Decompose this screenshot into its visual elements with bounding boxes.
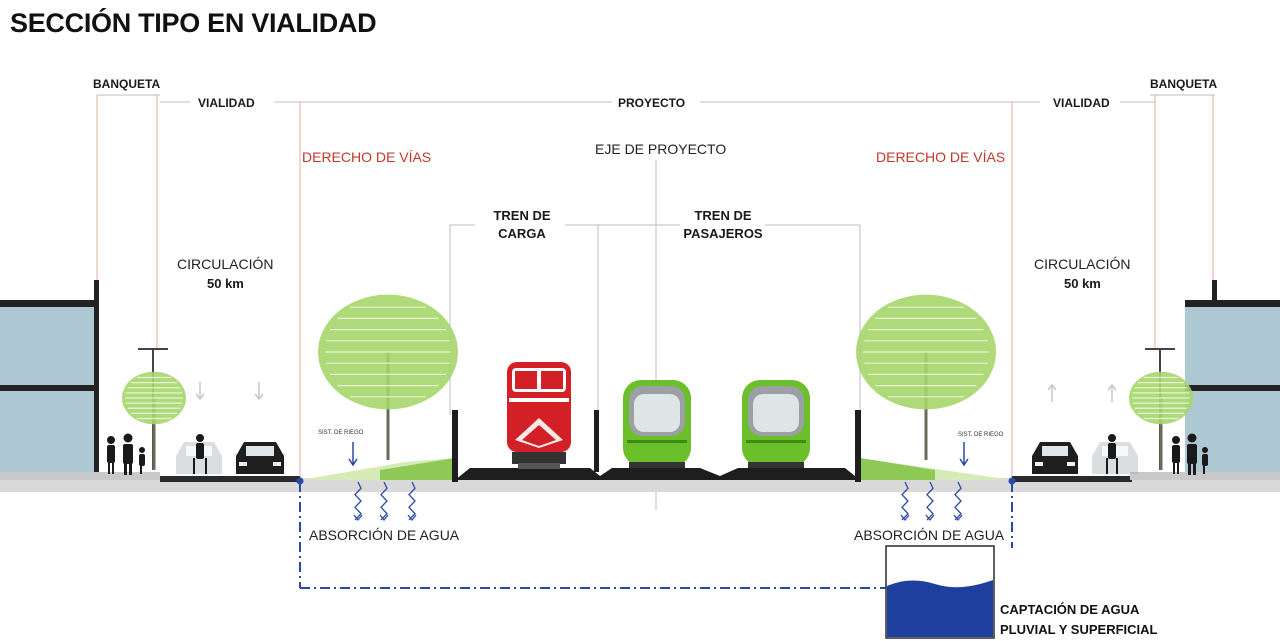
label-captacion-line1: CAPTACIÓN DE AGUA xyxy=(1000,602,1140,617)
label-tren-de-carga-line1: TREN DE xyxy=(493,208,551,223)
freight-train xyxy=(507,362,571,469)
label-absorcion-right: ABSORCIÓN DE AGUA xyxy=(854,527,1005,543)
building-right xyxy=(1185,280,1280,473)
cyclist-right xyxy=(1106,434,1118,474)
label-absorcion-left: ABSORCIÓN DE AGUA xyxy=(309,527,460,543)
absorption-arrow-left-1 xyxy=(353,481,363,522)
label-eje-de-proyecto: EJE DE PROYECTO xyxy=(595,141,727,157)
large-tree-right xyxy=(856,294,996,460)
page-title: SECCIÓN TIPO EN VIALIDAD xyxy=(10,8,377,38)
absorption-arrow-left-3 xyxy=(407,481,417,522)
label-captacion-de-agua: CAPTACIÓN DE AGUA PLUVIAL Y SUPERFICIAL xyxy=(1000,600,1157,640)
label-sist-riego-right: SIST. DE RIEGO xyxy=(958,432,1004,438)
drainage-node-right xyxy=(1008,477,1016,485)
label-tren-de-pasajeros-line2: PASAJEROS xyxy=(683,226,763,241)
pedestrians-right xyxy=(1172,433,1208,475)
label-tren-de-carga: TREN DE CARGA xyxy=(482,207,562,243)
label-banqueta-right: BANQUETA xyxy=(1150,77,1218,91)
small-tree-left xyxy=(122,371,186,470)
label-proyecto: PROYECTO xyxy=(618,96,686,110)
label-tren-de-carga-line2: CARGA xyxy=(498,226,546,241)
water-absorption-arrows xyxy=(353,481,963,522)
label-captacion-line2: PLUVIAL Y SUPERFICIAL xyxy=(1000,622,1158,637)
label-sist-riego-left: SIST. DE RIEGO xyxy=(318,430,364,436)
small-tree-right xyxy=(1129,371,1193,470)
passenger-train-1 xyxy=(623,380,691,468)
water-tank xyxy=(885,545,995,639)
absorption-arrow-right-1 xyxy=(900,481,910,522)
label-vialidad-left: VIALIDAD xyxy=(198,96,255,110)
label-speed-right: 50 km xyxy=(1064,276,1101,291)
label-tren-de-pasajeros-line1: TREN DE xyxy=(694,208,752,223)
absorption-arrow-right-3 xyxy=(953,481,963,522)
traffic-direction-arrows xyxy=(195,382,1117,402)
label-circulacion-left: CIRCULACIÓN xyxy=(177,256,274,272)
label-circulacion-right: CIRCULACIÓN xyxy=(1034,256,1131,272)
label-derecho-de-vias-right: DERECHO DE VÍAS xyxy=(876,149,1006,165)
large-tree-left xyxy=(318,294,458,460)
passenger-train-2 xyxy=(742,380,810,468)
right-of-way-lines xyxy=(96,95,1214,478)
drainage-line xyxy=(299,482,1013,589)
label-tren-de-pasajeros: TREN DE PASAJEROS xyxy=(678,207,768,243)
car-right xyxy=(1032,442,1078,474)
label-derecho-de-vias-left: DERECHO DE VÍAS xyxy=(302,149,432,165)
pedestrians-left xyxy=(107,433,145,475)
cyclist-left xyxy=(193,434,207,474)
label-speed-left: 50 km xyxy=(207,276,244,291)
car-left xyxy=(236,442,284,474)
absorption-arrow-left-2 xyxy=(379,481,389,522)
trees xyxy=(122,294,1193,470)
building-left xyxy=(0,280,99,473)
label-banqueta-left: BANQUETA xyxy=(93,77,161,91)
label-vialidad-right: VIALIDAD xyxy=(1053,96,1110,110)
absorption-arrow-right-2 xyxy=(925,481,935,522)
drainage-node-left xyxy=(296,477,304,485)
irrigation-arrows xyxy=(348,442,969,467)
